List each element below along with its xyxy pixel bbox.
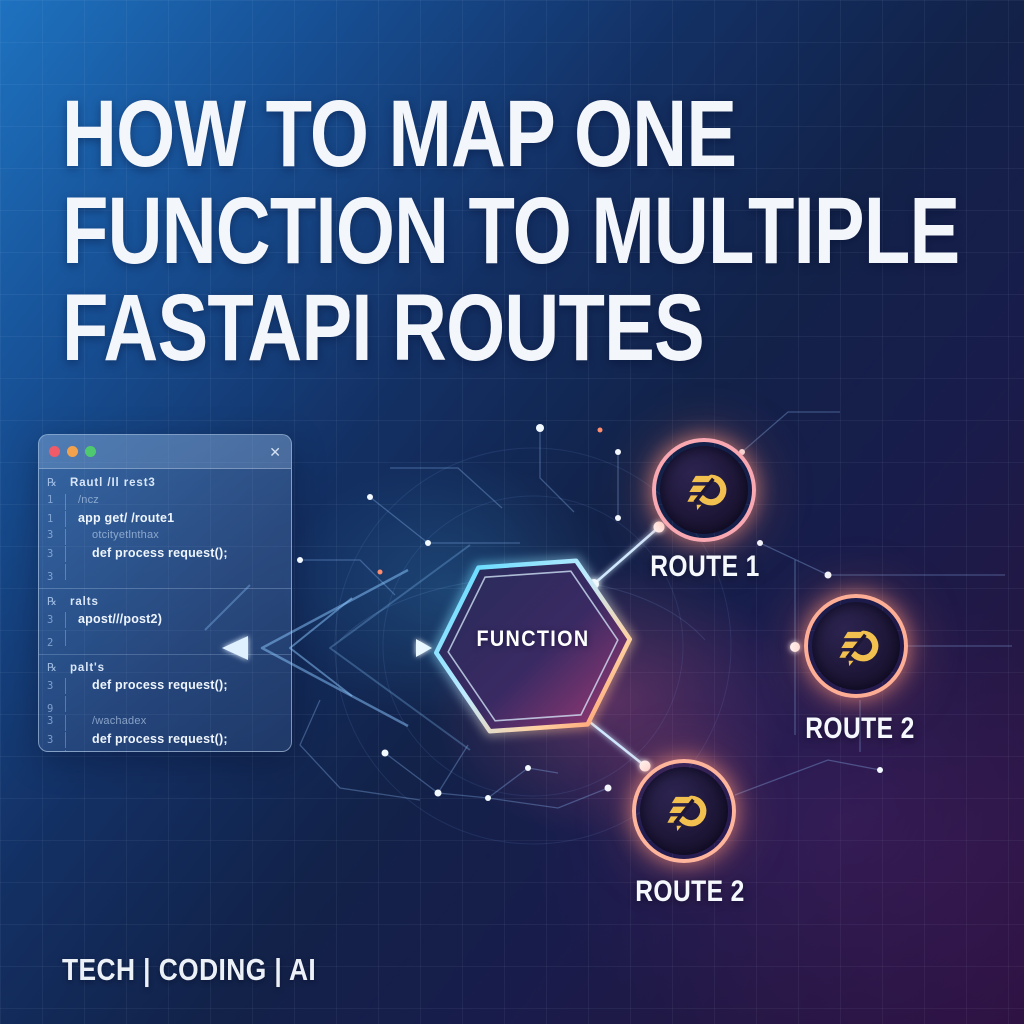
code-section-header: ℞ralts (47, 594, 99, 608)
page-title: HOW TO MAP ONE FUNCTION TO MULTIPLE FAST… (62, 81, 960, 381)
code-line: 9 (47, 695, 283, 715)
section-divider (39, 653, 291, 655)
code-line: 1/ncz (47, 493, 283, 512)
traffic-light-close-icon[interactable] (49, 446, 60, 457)
route-2-bottom-label: ROUTE 2 (635, 875, 745, 908)
route-2-right-label: ROUTE 2 (805, 712, 915, 745)
fastapi-logo-icon (666, 795, 706, 831)
footer-tags: TECH | CODING | AI (62, 952, 317, 987)
fastapi-logo-icon (838, 630, 878, 666)
code-line: 3/wachadex (47, 714, 283, 733)
route-1-label: ROUTE 1 (650, 550, 760, 583)
close-icon[interactable]: ✕ (269, 443, 281, 460)
title-line-3: FASTAPI ROUTES (62, 275, 705, 381)
section-divider (39, 587, 291, 589)
hexagon-function-label: FUNCTION (476, 626, 590, 651)
route-2-bottom-disc (640, 767, 728, 855)
route-1-disc (660, 446, 748, 534)
route-2-disc (812, 602, 900, 690)
code-line: 3 (47, 563, 283, 583)
code-line: 2 (47, 629, 283, 649)
title-line-1: HOW TO MAP ONE (62, 81, 737, 187)
title-line-2: FUNCTION TO MULTIPLE (62, 178, 960, 284)
route-1-badge (652, 438, 756, 542)
code-section-header: ℞Rautl /Il rest3 (47, 476, 156, 489)
editor-titlebar: ✕ (39, 435, 291, 469)
code-section-header: ℞palt's (47, 660, 105, 674)
traffic-light-minimize-icon[interactable] (67, 446, 78, 457)
route-2-badge (804, 594, 908, 698)
route-2-bottom-badge (632, 759, 736, 863)
code-line: 3 (47, 749, 283, 751)
fastapi-logo-icon (686, 474, 726, 510)
traffic-light-maximize-icon[interactable] (85, 446, 96, 457)
